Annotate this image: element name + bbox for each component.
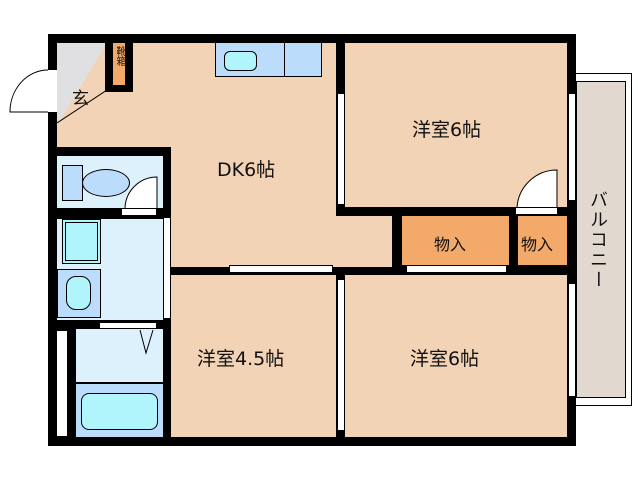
washroom-sliding-door[interactable] bbox=[163, 218, 171, 318]
western-room-se-label: 洋室6帖 bbox=[410, 348, 480, 370]
western-room-sw-label: 洋室4.5帖 bbox=[197, 348, 285, 370]
ne-room-sliding-door[interactable] bbox=[337, 93, 345, 205]
shoe-box bbox=[113, 43, 125, 85]
western-room-ne bbox=[345, 43, 567, 207]
entrance-door-swing[interactable] bbox=[8, 68, 50, 114]
bath-side-gap bbox=[57, 331, 67, 436]
western-room-se bbox=[345, 275, 567, 437]
bathroom bbox=[76, 329, 163, 382]
bath-door-indicator bbox=[139, 329, 154, 355]
se-room-sliding-door-top[interactable] bbox=[406, 265, 507, 273]
closet-small-label: 物入 bbox=[521, 235, 554, 254]
closet-large bbox=[402, 216, 509, 265]
washbasin bbox=[62, 219, 101, 264]
balcony-label: バルコニー bbox=[587, 190, 608, 290]
balcony bbox=[576, 81, 626, 398]
kitchen-sink bbox=[224, 51, 257, 71]
toilet-bowl bbox=[82, 169, 130, 197]
western-room-ne-label: 洋室6帖 bbox=[412, 119, 482, 141]
bath-door[interactable] bbox=[99, 322, 157, 329]
entrance-label: 玄 bbox=[72, 89, 89, 109]
closet-small-door-gap bbox=[515, 207, 558, 215]
toilet-door-swing[interactable] bbox=[123, 176, 159, 212]
toilet-door-gap bbox=[121, 208, 157, 216]
closet-small-door-swing[interactable] bbox=[515, 168, 559, 210]
dk-room-ext bbox=[336, 216, 392, 267]
closet-large-label: 物入 bbox=[434, 235, 467, 254]
kitchen-counter bbox=[215, 43, 322, 77]
se-room-sliding-door-left[interactable] bbox=[337, 279, 345, 431]
se-room-window[interactable] bbox=[568, 283, 576, 397]
dk-label: DK6帖 bbox=[217, 159, 276, 181]
kitchen-divider bbox=[284, 43, 285, 77]
sw-room-sliding-door[interactable] bbox=[229, 265, 333, 273]
shoe-box-label: 靴箱 bbox=[114, 46, 125, 66]
washing-machine bbox=[66, 276, 91, 310]
western-room-sw bbox=[171, 275, 336, 437]
closet-small bbox=[518, 216, 567, 265]
toilet-tank bbox=[62, 165, 83, 201]
entrance-step-line bbox=[57, 90, 107, 124]
entrance-door-gap bbox=[48, 69, 57, 113]
ne-room-window[interactable] bbox=[568, 93, 576, 201]
bathtub bbox=[81, 393, 158, 430]
